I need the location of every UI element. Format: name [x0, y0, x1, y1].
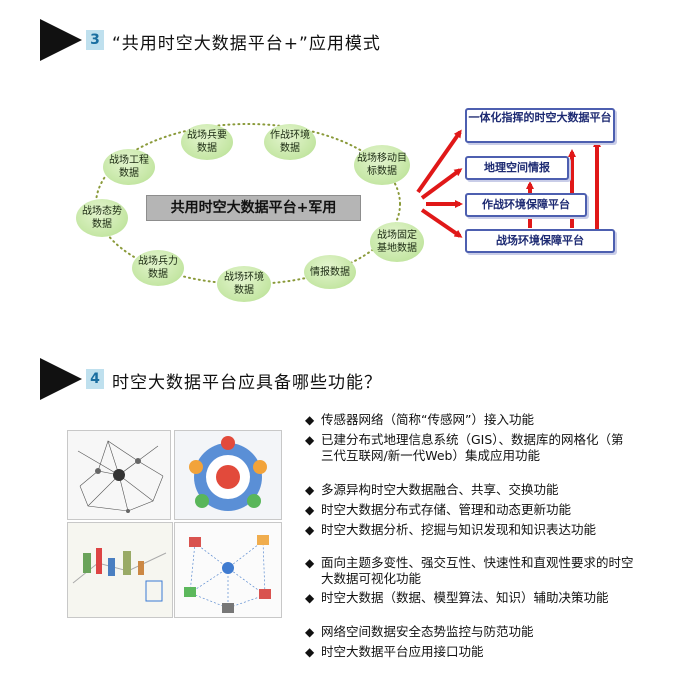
feature-item: ◆时空大数据平台应用接口功能 [305, 644, 484, 659]
section3-title: “共用时空大数据平台+”应用模式 [112, 34, 381, 54]
feature-item: ◆网络空间数据安全态势监控与防范功能 [305, 624, 534, 639]
section4-number: 4 [86, 369, 104, 389]
platform-combat-env-support: 作战环境保障平台 [465, 193, 587, 217]
bubble-fixed-base: 战场固定基地数据 [370, 222, 424, 262]
platform-center-label: 共用时空大数据平台+军用 [146, 195, 361, 221]
ring-infographic-image [174, 430, 282, 520]
iot-network-illustration [184, 535, 271, 613]
platform-battlefield-env-support: 战场环境保障平台 [465, 229, 615, 253]
bubble-bingyao: 战场兵要数据 [181, 124, 233, 160]
bubble-situation: 战场态势数据 [76, 199, 128, 237]
iot-network-image [174, 522, 282, 618]
ring-infographic-illustration [189, 436, 267, 511]
diamond-bullet-icon: ◆ [305, 433, 315, 447]
section4-arrow-icon [40, 358, 82, 400]
diamond-bullet-icon: ◆ [305, 523, 315, 537]
bubble-forces: 战场兵力数据 [132, 250, 184, 286]
diamond-bullet-icon: ◆ [305, 625, 315, 639]
feature-item: ◆传感器网络（简称“传感网”）接入功能 [305, 412, 534, 427]
diamond-bullet-icon: ◆ [305, 556, 315, 570]
diamond-bullet-icon: ◆ [305, 413, 315, 427]
bubble-intelligence: 情报数据 [304, 255, 356, 289]
section4-title: 时空大数据平台应具备哪些功能？ [112, 373, 382, 393]
bubble-moving-target: 战场移动目标数据 [354, 145, 410, 185]
feature-item: ◆时空大数据（数据、模型算法、知识）辅助决策功能 [305, 590, 609, 605]
platform-integrated-command: 一体化指挥的时空大数据平台 [465, 108, 615, 143]
bubble-combat-env: 作战环境数据 [264, 124, 316, 160]
city-map-image [67, 522, 173, 618]
network-graph-image [67, 430, 171, 520]
feature-item: ◆多源异构时空大数据融合、共享、交换功能 [305, 482, 559, 497]
city-map-illustration [68, 523, 172, 617]
section3-number: 3 [86, 30, 104, 50]
bubble-battlefield-env: 战场环境数据 [217, 266, 271, 302]
section3-arrow-icon [40, 19, 82, 61]
feature-item: ◆时空大数据分析、挖掘与知识发现和知识表达功能 [305, 522, 597, 537]
platform-geospatial-intel: 地理空间情报 [465, 156, 569, 180]
bubble-engineering: 战场工程数据 [103, 149, 155, 185]
feature-item: ◆时空大数据分布式存储、管理和动态更新功能 [305, 502, 572, 517]
arrow-to-platform-2 [420, 168, 463, 200]
feature-item: ◆已建分布式地理信息系统（GIS）、数据库的网格化（第三代互联网/新一代Web）… [305, 432, 624, 463]
feature-item: ◆面向主题多变性、强交互性、快速性和直观性要求的时空大数据可视化功能 [305, 555, 634, 586]
network-graph-illustration [68, 431, 170, 519]
diamond-bullet-icon: ◆ [305, 483, 315, 497]
diamond-bullet-icon: ◆ [305, 503, 315, 517]
arrow-to-platform-1 [416, 129, 462, 194]
diamond-bullet-icon: ◆ [305, 645, 315, 659]
arrow-to-platform-4 [420, 208, 463, 238]
diamond-bullet-icon: ◆ [305, 591, 315, 605]
